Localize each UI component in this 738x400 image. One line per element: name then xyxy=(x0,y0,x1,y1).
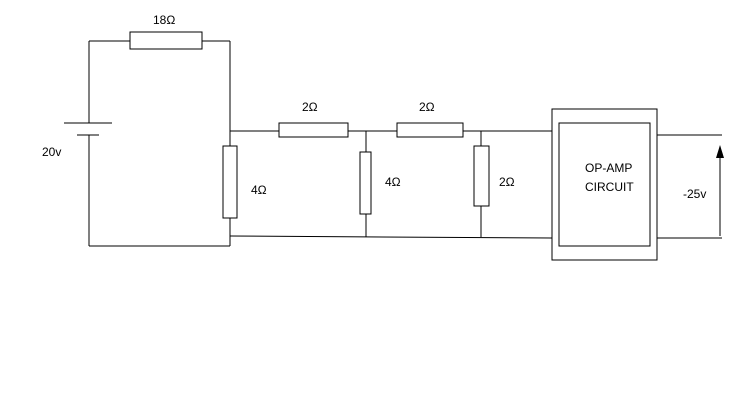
label-2-ohm-right: 2Ω xyxy=(499,175,515,189)
resistor-18-ohm xyxy=(129,31,203,50)
opamp-block xyxy=(551,108,658,261)
source-voltage-label: 20v xyxy=(42,145,61,159)
opamp-inner-box xyxy=(558,122,651,247)
opamp-label-line1: OP-AMP xyxy=(585,161,632,175)
resistor-2-ohm-series-1 xyxy=(278,122,349,138)
battery-source xyxy=(64,122,112,136)
resistor-4-ohm-left xyxy=(222,145,238,219)
wire-bottom-rail xyxy=(229,235,553,239)
label-4-ohm-middle: 4Ω xyxy=(385,175,401,189)
resistor-2-ohm-right xyxy=(473,145,490,207)
output-voltage-arrow xyxy=(716,145,724,236)
label-2-ohm-series-1: 2Ω xyxy=(302,100,318,114)
resistor-4-ohm-middle xyxy=(359,151,372,215)
label-2-ohm-series-2: 2Ω xyxy=(419,100,435,114)
resistor-2-ohm-series-2 xyxy=(396,122,464,138)
wires xyxy=(88,40,722,247)
output-voltage-label: -25v xyxy=(683,187,706,201)
opamp-label-line2: CIRCUIT xyxy=(585,180,634,194)
label-18-ohm: 18Ω xyxy=(153,13,175,27)
arrow-head xyxy=(716,145,724,158)
label-4-ohm-left: 4Ω xyxy=(251,183,267,197)
